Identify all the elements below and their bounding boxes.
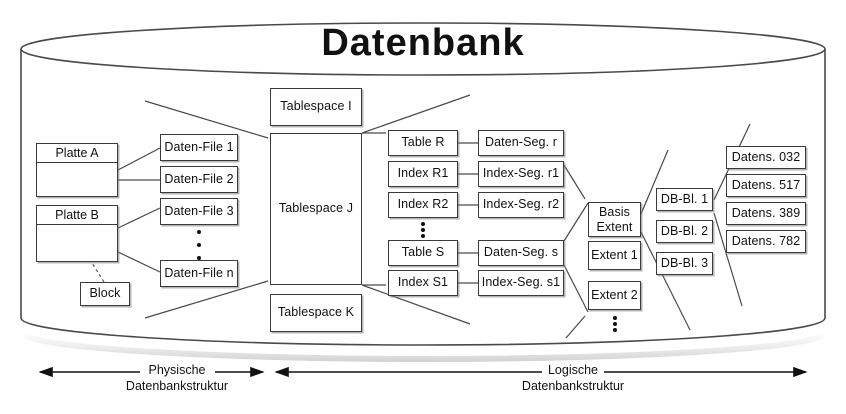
disk-a-container[interactable]: Platte A bbox=[36, 143, 118, 197]
physical-structure-label-line1: Physische bbox=[148, 363, 206, 377]
object-table-s[interactable]: Table S bbox=[388, 240, 458, 266]
disk-b-container[interactable]: Platte B bbox=[36, 205, 118, 262]
physical-structure-label: Physische Datenbankstruktur bbox=[62, 363, 292, 394]
tablespace-k[interactable]: Tablespace K bbox=[270, 294, 362, 332]
segment-index-r2[interactable]: Index-Seg. r2 bbox=[478, 192, 564, 218]
db-block-3[interactable]: DB-Bl. 3 bbox=[656, 252, 713, 275]
disk-b-label: Platte B bbox=[37, 206, 117, 225]
tablespace-connector-lines bbox=[361, 94, 478, 325]
object-index-r2[interactable]: Index R2 bbox=[388, 192, 458, 218]
extent-basis[interactable]: Basis Extent bbox=[588, 202, 641, 237]
data-file-n[interactable]: Daten-File n bbox=[160, 260, 238, 287]
record-517[interactable]: Datens. 517 bbox=[726, 174, 806, 197]
cylinder-shadow bbox=[24, 330, 824, 362]
object-table-r[interactable]: Table R bbox=[388, 130, 458, 156]
extent-basis-line1: Basis bbox=[598, 205, 631, 220]
segment-daten-s[interactable]: Daten-Seg. s bbox=[478, 240, 564, 266]
block-box[interactable]: Block bbox=[80, 282, 130, 306]
database-cylinder bbox=[20, 22, 826, 346]
segment-extent-connector-lines bbox=[563, 164, 589, 339]
record-032[interactable]: Datens. 032 bbox=[726, 146, 806, 169]
segment-daten-r[interactable]: Daten-Seg. r bbox=[478, 130, 564, 156]
disk-a-label: Platte A bbox=[37, 144, 117, 163]
extent-block-connector-lines bbox=[640, 149, 691, 331]
db-block-2[interactable]: DB-Bl. 2 bbox=[656, 220, 713, 243]
object-ellipsis bbox=[417, 222, 429, 238]
extent-ellipsis bbox=[609, 316, 621, 332]
physical-structure-label-line2: Datenbankstruktur bbox=[125, 378, 229, 393]
data-file-2[interactable]: Daten-File 2 bbox=[160, 166, 238, 193]
segment-index-s1[interactable]: Index-Seg. s1 bbox=[478, 270, 564, 296]
data-file-3[interactable]: Daten-File 3 bbox=[160, 198, 238, 225]
object-index-r1[interactable]: Index R1 bbox=[388, 161, 458, 187]
extent-2[interactable]: Extent 2 bbox=[588, 281, 641, 310]
logical-structure-label-line1: Logische bbox=[547, 363, 599, 377]
record-389[interactable]: Datens. 389 bbox=[726, 202, 806, 225]
tablespace-i[interactable]: Tablespace I bbox=[270, 88, 362, 126]
object-index-s1[interactable]: Index S1 bbox=[388, 270, 458, 296]
page-title: Datenbank bbox=[321, 22, 525, 64]
segment-index-r1[interactable]: Index-Seg. r1 bbox=[478, 161, 564, 187]
data-file-ellipsis bbox=[193, 230, 205, 260]
data-file-1[interactable]: Daten-File 1 bbox=[160, 134, 238, 161]
record-782[interactable]: Datens. 782 bbox=[726, 230, 806, 253]
extent-1[interactable]: Extent 1 bbox=[588, 241, 641, 270]
logical-structure-label: Logische Datenbankstruktur bbox=[458, 363, 688, 394]
physical-connector-lines bbox=[117, 100, 269, 319]
db-block-1[interactable]: DB-Bl. 1 bbox=[656, 188, 713, 211]
tablespace-j[interactable]: Tablespace J bbox=[270, 133, 362, 285]
extent-basis-line2: Extent bbox=[596, 219, 633, 234]
logical-structure-label-line2: Datenbankstruktur bbox=[521, 378, 625, 393]
